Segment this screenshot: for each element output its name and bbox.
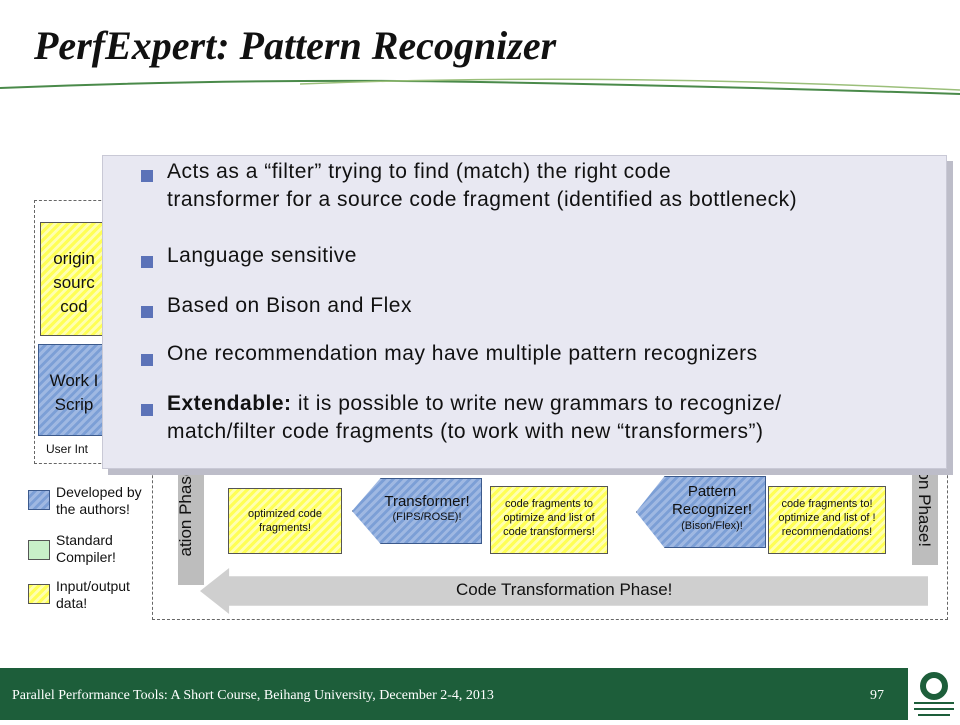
fragments-transformers-doc: code fragments to optimize and list of c… [490, 486, 608, 554]
legend-swatch-authors [28, 490, 50, 510]
transformer-sub: (FIPS/ROSE)! [392, 511, 462, 523]
bullet-5-bold: Extendable: [167, 392, 292, 415]
fragments-recommendations-label: code fragments to! optimize and list of … [778, 498, 876, 538]
bullet-2-text: Language sensitive [167, 244, 357, 267]
bullet-1-line-1: Acts as a “filter” trying to find (match… [167, 160, 672, 183]
legend-swatch-compiler [28, 540, 50, 560]
left-phase-label: ation Phase! [176, 462, 195, 557]
legend-compiler: Standard Compiler! [56, 532, 116, 565]
source-line-1: origin [53, 249, 95, 268]
fragments-transformers-label: code fragments to optimize and list of c… [503, 498, 595, 538]
work-script-box: Work I Scrip [38, 344, 110, 436]
bullet-3-text: Based on Bison and Flex [167, 294, 412, 317]
pattern-recognizer-box: Pattern Recognizer! (Bison/Flex)! [636, 476, 766, 548]
bullet-5-text: Extendable: it is possible to write new … [167, 390, 782, 446]
right-phase-arrow [912, 455, 938, 565]
optimized-code-doc: optimized code fragments! [228, 488, 342, 554]
bullet-1-line-2: transformer for a source code fragment (… [167, 188, 798, 211]
bullet-5-line-1: it is possible to write new grammars to … [291, 392, 782, 415]
pattern-label: Pattern Recognizer! [671, 483, 753, 518]
legend-data: Input/output data! [56, 578, 130, 611]
work-line-2: Scrip [54, 395, 94, 414]
bullet-popup: Acts as a “filter” trying to find (match… [102, 155, 947, 469]
original-source-doc: origin sourc cod [40, 222, 108, 336]
pattern-sub: (Bison/Flex)! [681, 520, 743, 532]
optimized-code-label: optimized code fragments! [248, 508, 322, 534]
bullet-1-text: Acts as a “filter” trying to find (match… [167, 158, 797, 214]
bullet-5-line-2: match/filter code fragments (to work wit… [167, 420, 764, 443]
transformer-label: Transformer! [384, 493, 470, 510]
transformer-box: Transformer! (FIPS/ROSE)! [352, 478, 482, 544]
university-logo [908, 668, 960, 720]
bullet-square-3 [141, 306, 153, 318]
bullet-square-5 [141, 404, 153, 416]
footer-text: Parallel Performance Tools: A Short Cour… [12, 688, 494, 703]
footer-bar [0, 668, 908, 720]
source-line-2: sourc [53, 273, 95, 292]
title-swoosh [0, 78, 960, 95]
right-phase-label: tion Phase! [915, 462, 934, 548]
work-line-1: Work I [49, 371, 99, 390]
source-line-3: cod [60, 297, 88, 316]
bullet-square-2 [141, 256, 153, 268]
legend-swatch-data [28, 584, 50, 604]
left-phase-arrow [178, 455, 204, 585]
slide-title: PerfExpert: Pattern Recognizer [34, 23, 557, 68]
bottom-phase-label: Code Transformation Phase! [456, 580, 673, 599]
bullet-4-text: One recommendation may have multiple pat… [167, 342, 758, 365]
fragments-recommendations-doc: code fragments to! optimize and list of … [768, 486, 886, 554]
bullet-square-1 [141, 170, 153, 182]
user-interface-label: User Int [46, 442, 89, 456]
o-logo-icon [914, 672, 954, 716]
page-number: 97 [870, 688, 884, 703]
legend-authors: Developed by the authors! [56, 484, 142, 517]
bullet-square-4 [141, 354, 153, 366]
